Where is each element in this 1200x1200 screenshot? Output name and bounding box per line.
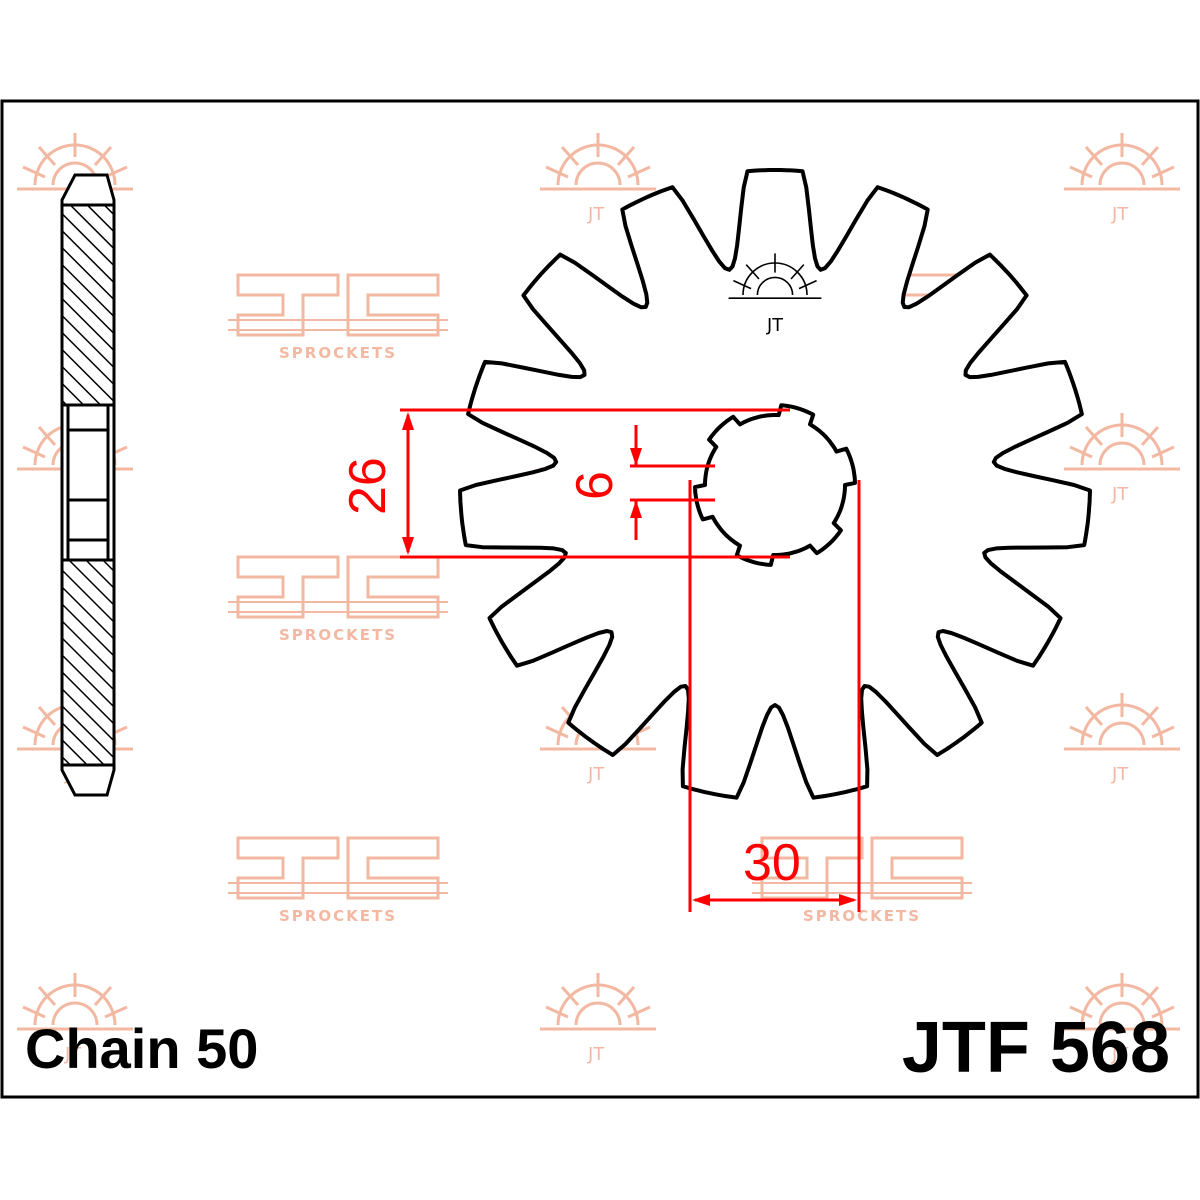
center-logo-icon: JT [728,253,822,336]
part-number: JTF 568 [902,1008,1170,1088]
side-profile-hatch-upper [60,203,116,407]
watermark-glyph: JT [587,764,605,785]
chain-label: Chain 50 [25,1017,258,1080]
svg-text:JT: JT [766,316,783,336]
dimension-label-key-width: 6 [566,471,624,500]
watermark-glyph: JT [587,204,605,225]
side-profile-hub [66,403,110,562]
dimension-label-spline-height: 26 [339,457,397,515]
watermark-brand-text: SPROCKETS [279,907,397,925]
watermark-brand-text: SPROCKETS [279,344,397,362]
watermark-glyph: JT [1111,204,1129,225]
sprocket-face: JT [458,168,1092,800]
watermark-glyph: JT [1111,1044,1129,1065]
sprocket-side-profile [60,173,116,797]
side-profile-hatch-lower [60,558,116,767]
watermark-brand-text: SPROCKETS [803,907,921,925]
watermark-glyph: JT [64,1044,82,1065]
dimension-label-bore-diameter: 30 [743,834,801,892]
watermark-glyph: JT [1111,484,1129,505]
dimension-lines [400,408,861,912]
watermark-glyph: JT [587,1044,605,1065]
splined-bore [693,403,857,567]
watermark-brand-text: SPROCKETS [279,626,397,644]
watermark-glyph: JT [1111,764,1129,785]
